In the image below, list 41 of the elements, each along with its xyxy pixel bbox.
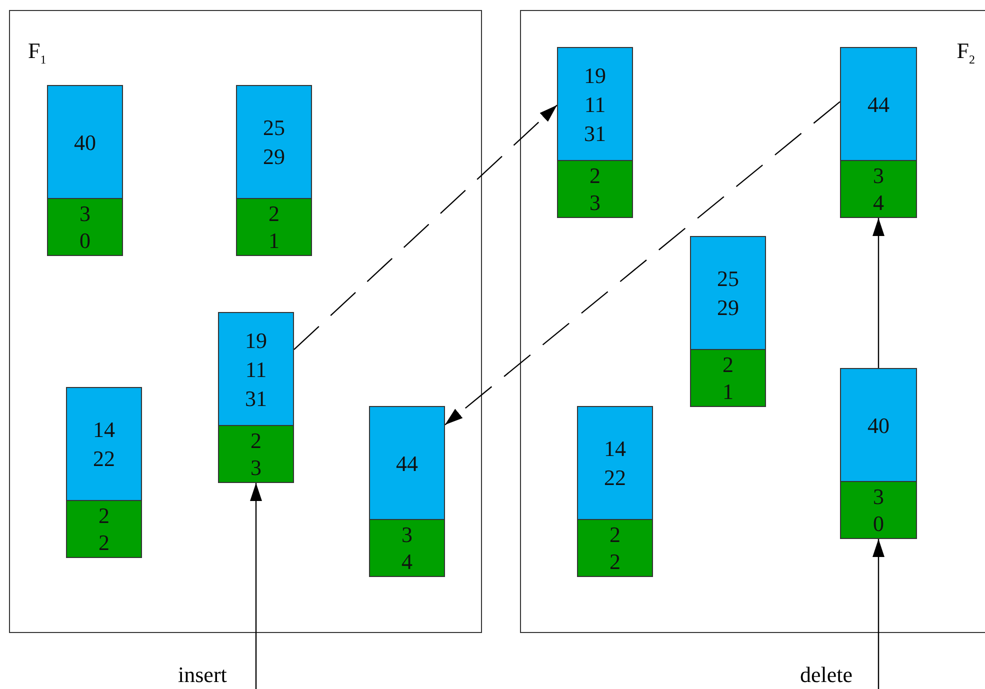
value-section: 25 29 (691, 237, 765, 350)
pointer-section: 3 4 (841, 161, 916, 217)
frame-label: F$_{2}$ (956, 39, 975, 68)
record-block (369, 406, 445, 577)
pointer-section: 3 0 (841, 482, 916, 538)
value-section: 19 11 31 (558, 48, 632, 161)
record-block (577, 406, 653, 577)
pointer-section: 2 1 (237, 199, 311, 255)
value-section: 40 (48, 86, 122, 199)
value-section: 44 (841, 48, 916, 161)
value-section: 44 (370, 407, 444, 520)
operation-label: delete (800, 662, 882, 689)
arrow (250, 483, 262, 689)
pointer-section: 2 1 (691, 350, 765, 406)
arrow (872, 218, 884, 368)
pointer-section: 3 4 (370, 520, 444, 576)
value-section: 19 11 31 (219, 313, 293, 426)
record-block (557, 47, 633, 218)
arrow (872, 539, 884, 689)
frame-box (520, 10, 985, 633)
pointer-section: 2 2 (67, 501, 141, 557)
frame-box (9, 10, 482, 633)
record-block (840, 47, 917, 218)
record-block (47, 85, 123, 256)
record-block (66, 387, 142, 558)
operation-label: insert (178, 662, 258, 689)
value-section: 14 22 (67, 388, 141, 501)
pointer-section: 2 3 (219, 426, 293, 482)
pointer-section: 2 2 (578, 520, 652, 576)
record-block (690, 236, 766, 407)
value-section: 14 22 (578, 407, 652, 520)
pointer-section: 3 0 (48, 199, 122, 255)
record-block (840, 368, 917, 539)
value-section: 25 29 (237, 86, 311, 199)
value-section: 40 (841, 369, 916, 482)
dashed-arrow (294, 104, 558, 350)
record-block (218, 312, 294, 483)
frame-label: F$_{1}$ (28, 39, 46, 68)
pointer-section: 2 3 (558, 161, 632, 217)
dashed-arrow (444, 101, 840, 426)
record-block (236, 85, 312, 256)
